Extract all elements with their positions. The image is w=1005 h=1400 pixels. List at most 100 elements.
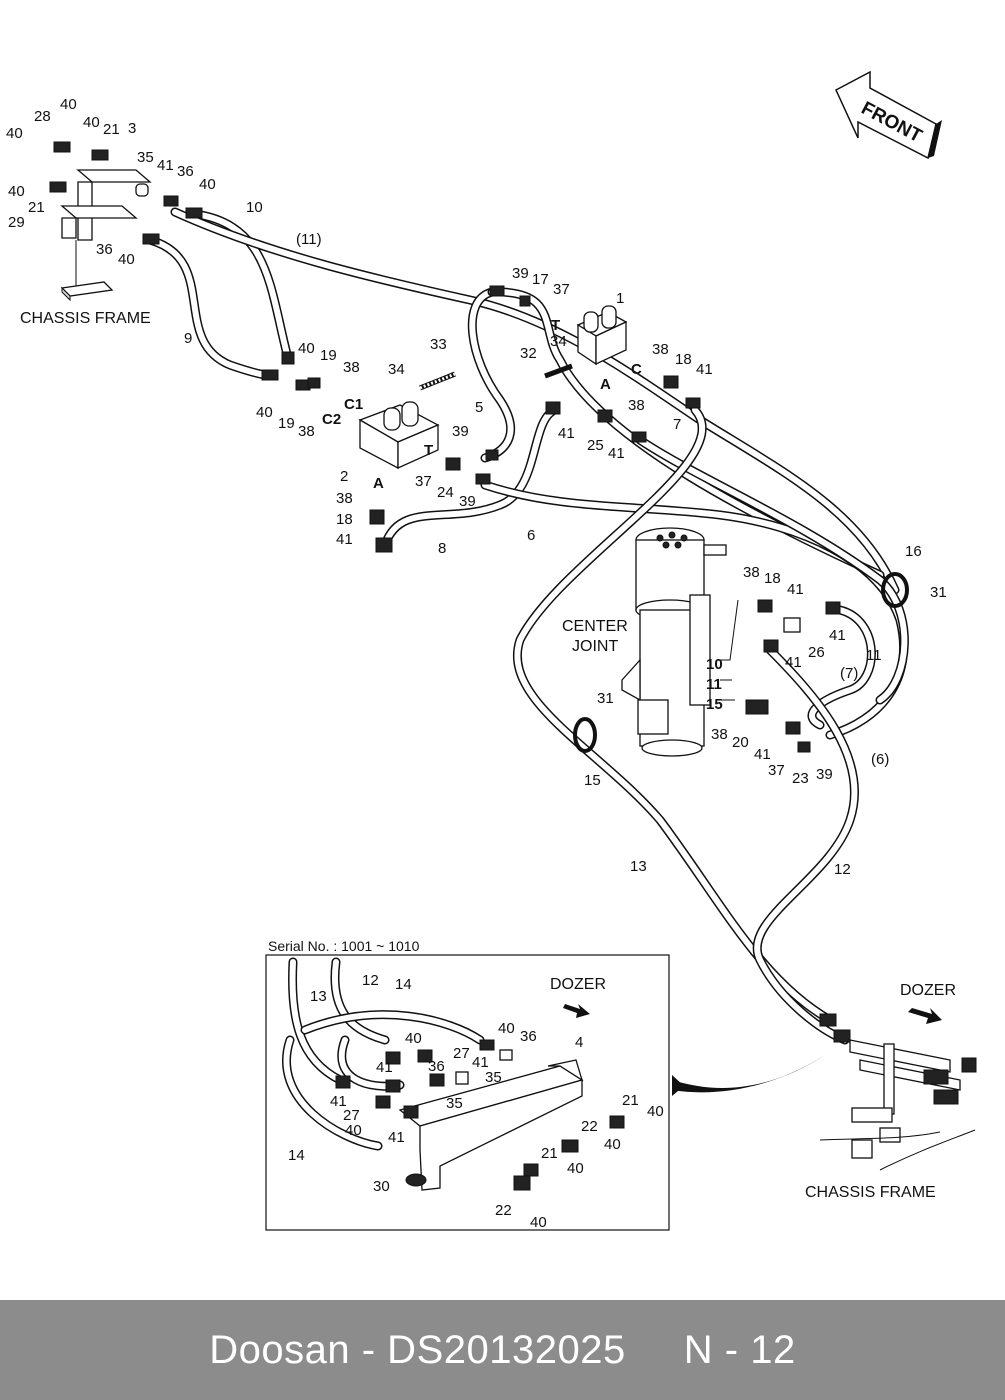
part-number: 23 [792, 770, 809, 787]
inset-part-number: 40 [405, 1030, 422, 1047]
part-number: 38 [743, 564, 760, 581]
part-number: 19 [320, 347, 337, 364]
dozer-label-inset: DOZER [550, 976, 606, 993]
inset-part-number: 21 [622, 1092, 639, 1109]
part-number: 24 [437, 484, 454, 501]
inset-part-number: 40 [604, 1136, 621, 1153]
inset-part-number: 40 [530, 1214, 547, 1231]
inset-part-number: 40 [498, 1020, 515, 1037]
part-number: 25 [587, 437, 604, 454]
part-number: 40 [256, 404, 273, 421]
part-number: 15 [584, 772, 601, 789]
part-number: (7) [840, 665, 858, 682]
footer-caption: Doosan - DS20132025 N - 12 [209, 1327, 796, 1372]
inset-part-number: 41 [330, 1093, 347, 1110]
part-number: 37 [553, 281, 570, 298]
clamp-15 [573, 717, 597, 753]
part-number: 40 [60, 96, 77, 113]
part-number: 35 [137, 149, 154, 166]
inset-part-number: 41 [376, 1059, 393, 1076]
part-number: 1 [616, 290, 624, 307]
part-number: 13 [630, 858, 647, 875]
inset-part-number: 36 [520, 1028, 537, 1045]
inset-part-number: 14 [288, 1147, 305, 1164]
inset-part-number: 22 [581, 1118, 598, 1135]
inset-part-number: 21 [541, 1145, 558, 1162]
bolt-32 [544, 363, 573, 379]
part-number: 34 [388, 361, 405, 378]
inset-part-labels: 13 12 14 40 36 4 40 27 41 36 41 35 41 27… [288, 972, 664, 1231]
part-number: 31 [930, 584, 947, 601]
part-number: 41 [754, 746, 771, 763]
joint-port-11-label: 11 [706, 676, 722, 693]
part-number: 19 [278, 415, 295, 432]
port-a-label-left: A [373, 475, 384, 492]
part-number: 12 [834, 861, 851, 878]
part-number: 41 [829, 627, 846, 644]
center-joint [621, 527, 727, 757]
part-number: 16 [905, 543, 922, 560]
part-number: 29 [8, 214, 25, 231]
inset-part-number: 30 [373, 1178, 390, 1195]
part-number: 7 [673, 416, 681, 433]
dozer-label-main: DOZER [900, 982, 956, 999]
inset-part-number: 13 [310, 988, 327, 1005]
part-number: 38 [652, 341, 669, 358]
dozer-direction-arrow-icon [908, 1008, 942, 1024]
part-number: 3 [128, 120, 136, 137]
part-number: 41 [157, 157, 174, 174]
part-number: 38 [343, 359, 360, 376]
part-number: 11 [866, 647, 882, 664]
serial-label: Serial No. : 1001 ~ 1010 [268, 938, 420, 954]
inset-dozer-arrow-icon [563, 1004, 590, 1018]
part-number: 40 [118, 251, 135, 268]
valve-block-1 [576, 305, 628, 366]
inset-part-number: 40 [567, 1160, 584, 1177]
dozer-assembly [819, 1039, 977, 1171]
port-t-label-right: T [551, 317, 560, 334]
part-number: 18 [675, 351, 692, 368]
part-number: 17 [532, 271, 549, 288]
part-number: 41 [785, 654, 802, 671]
part-number: 36 [96, 241, 113, 258]
inset-part-number: 27 [453, 1045, 470, 1062]
part-number: 5 [475, 399, 483, 416]
hydraulic-piping-diagram: FRONT CHASSIS FRAME [6, 70, 977, 1231]
part-number: 10 [246, 199, 263, 216]
valve-block-2 [358, 401, 440, 470]
inset-part-number: 36 [428, 1058, 445, 1075]
part-number: 41 [558, 425, 575, 442]
part-number: 39 [452, 423, 469, 440]
part-number: 38 [711, 726, 728, 743]
part-number: 40 [6, 125, 23, 142]
part-number: 21 [28, 199, 45, 216]
front-arrow-icon: FRONT [835, 70, 942, 160]
inset-part-number: 41 [388, 1129, 405, 1146]
part-number: 9 [184, 330, 192, 347]
inset-part-number: 35 [485, 1069, 502, 1086]
fittings [49, 141, 851, 1043]
inset-part-number: 4 [575, 1034, 583, 1051]
chassis-frame-label-left: CHASSIS FRAME [20, 310, 151, 327]
inset-part-number: 27 [343, 1107, 360, 1124]
part-number: 18 [764, 570, 781, 587]
part-number: (6) [871, 751, 889, 768]
part-number: 39 [459, 493, 476, 510]
part-number: 26 [808, 644, 825, 661]
bracket-3 [60, 169, 152, 302]
part-number: 41 [696, 361, 713, 378]
inset-pointer-arrow-icon [672, 1055, 825, 1096]
part-number-labels: 40 28 40 21 3 40 35 41 36 40 40 21 29 10… [6, 96, 947, 878]
part-number: 20 [732, 734, 749, 751]
part-number: 37 [415, 473, 432, 490]
port-t-label-left: T [424, 442, 433, 459]
bolt-33 [419, 371, 456, 391]
part-number: 40 [8, 183, 25, 200]
part-number: 41 [608, 445, 625, 462]
inset-part-number: 40 [345, 1122, 362, 1139]
part-number: 33 [430, 336, 447, 353]
part-number: 37 [768, 762, 785, 779]
part-number: 36 [177, 163, 194, 180]
part-number: 21 [103, 121, 120, 138]
part-number: 41 [787, 581, 804, 598]
